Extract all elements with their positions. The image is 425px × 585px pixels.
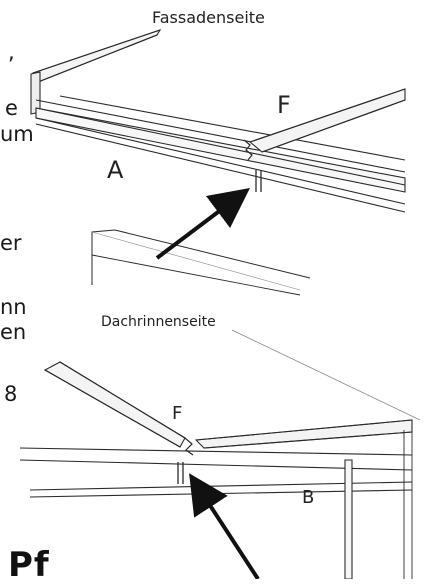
bottom-beam-structure — [19, 329, 421, 580]
label-a: A — [107, 156, 124, 184]
bottom-upper-beam — [43, 361, 186, 448]
left-fragment-5: nn — [0, 295, 27, 319]
top-lower-rail — [35, 107, 406, 193]
label-f-bottom: F — [172, 403, 183, 424]
left-fragment-2: e — [5, 96, 18, 120]
top-arrow — [155, 187, 250, 260]
left-fragment-7: 8 — [4, 382, 18, 406]
label-dachrinnenseite: Dachrinnenseite — [101, 314, 216, 330]
label-fassadenseite: Fassadenseite — [152, 8, 265, 27]
label-b: B — [302, 487, 315, 508]
left-fragment-6: en — [0, 320, 27, 344]
label-f-top: F — [277, 91, 291, 119]
bottom-bold-fragment: Pf — [8, 545, 50, 585]
left-fragment-4: er — [0, 231, 22, 255]
left-fragment-3: um — [0, 122, 34, 146]
bottom-right-post — [344, 459, 353, 580]
top-right-beam-f — [248, 88, 406, 153]
bottom-arrow — [189, 473, 260, 581]
top-joint-break — [243, 139, 253, 161]
top-upper-beam — [32, 28, 162, 83]
top-panel-outline — [91, 229, 311, 285]
left-fragment-1: , — [8, 40, 15, 64]
bottom-joint-break — [184, 437, 194, 456]
top-beam-structure — [30, 28, 406, 296]
